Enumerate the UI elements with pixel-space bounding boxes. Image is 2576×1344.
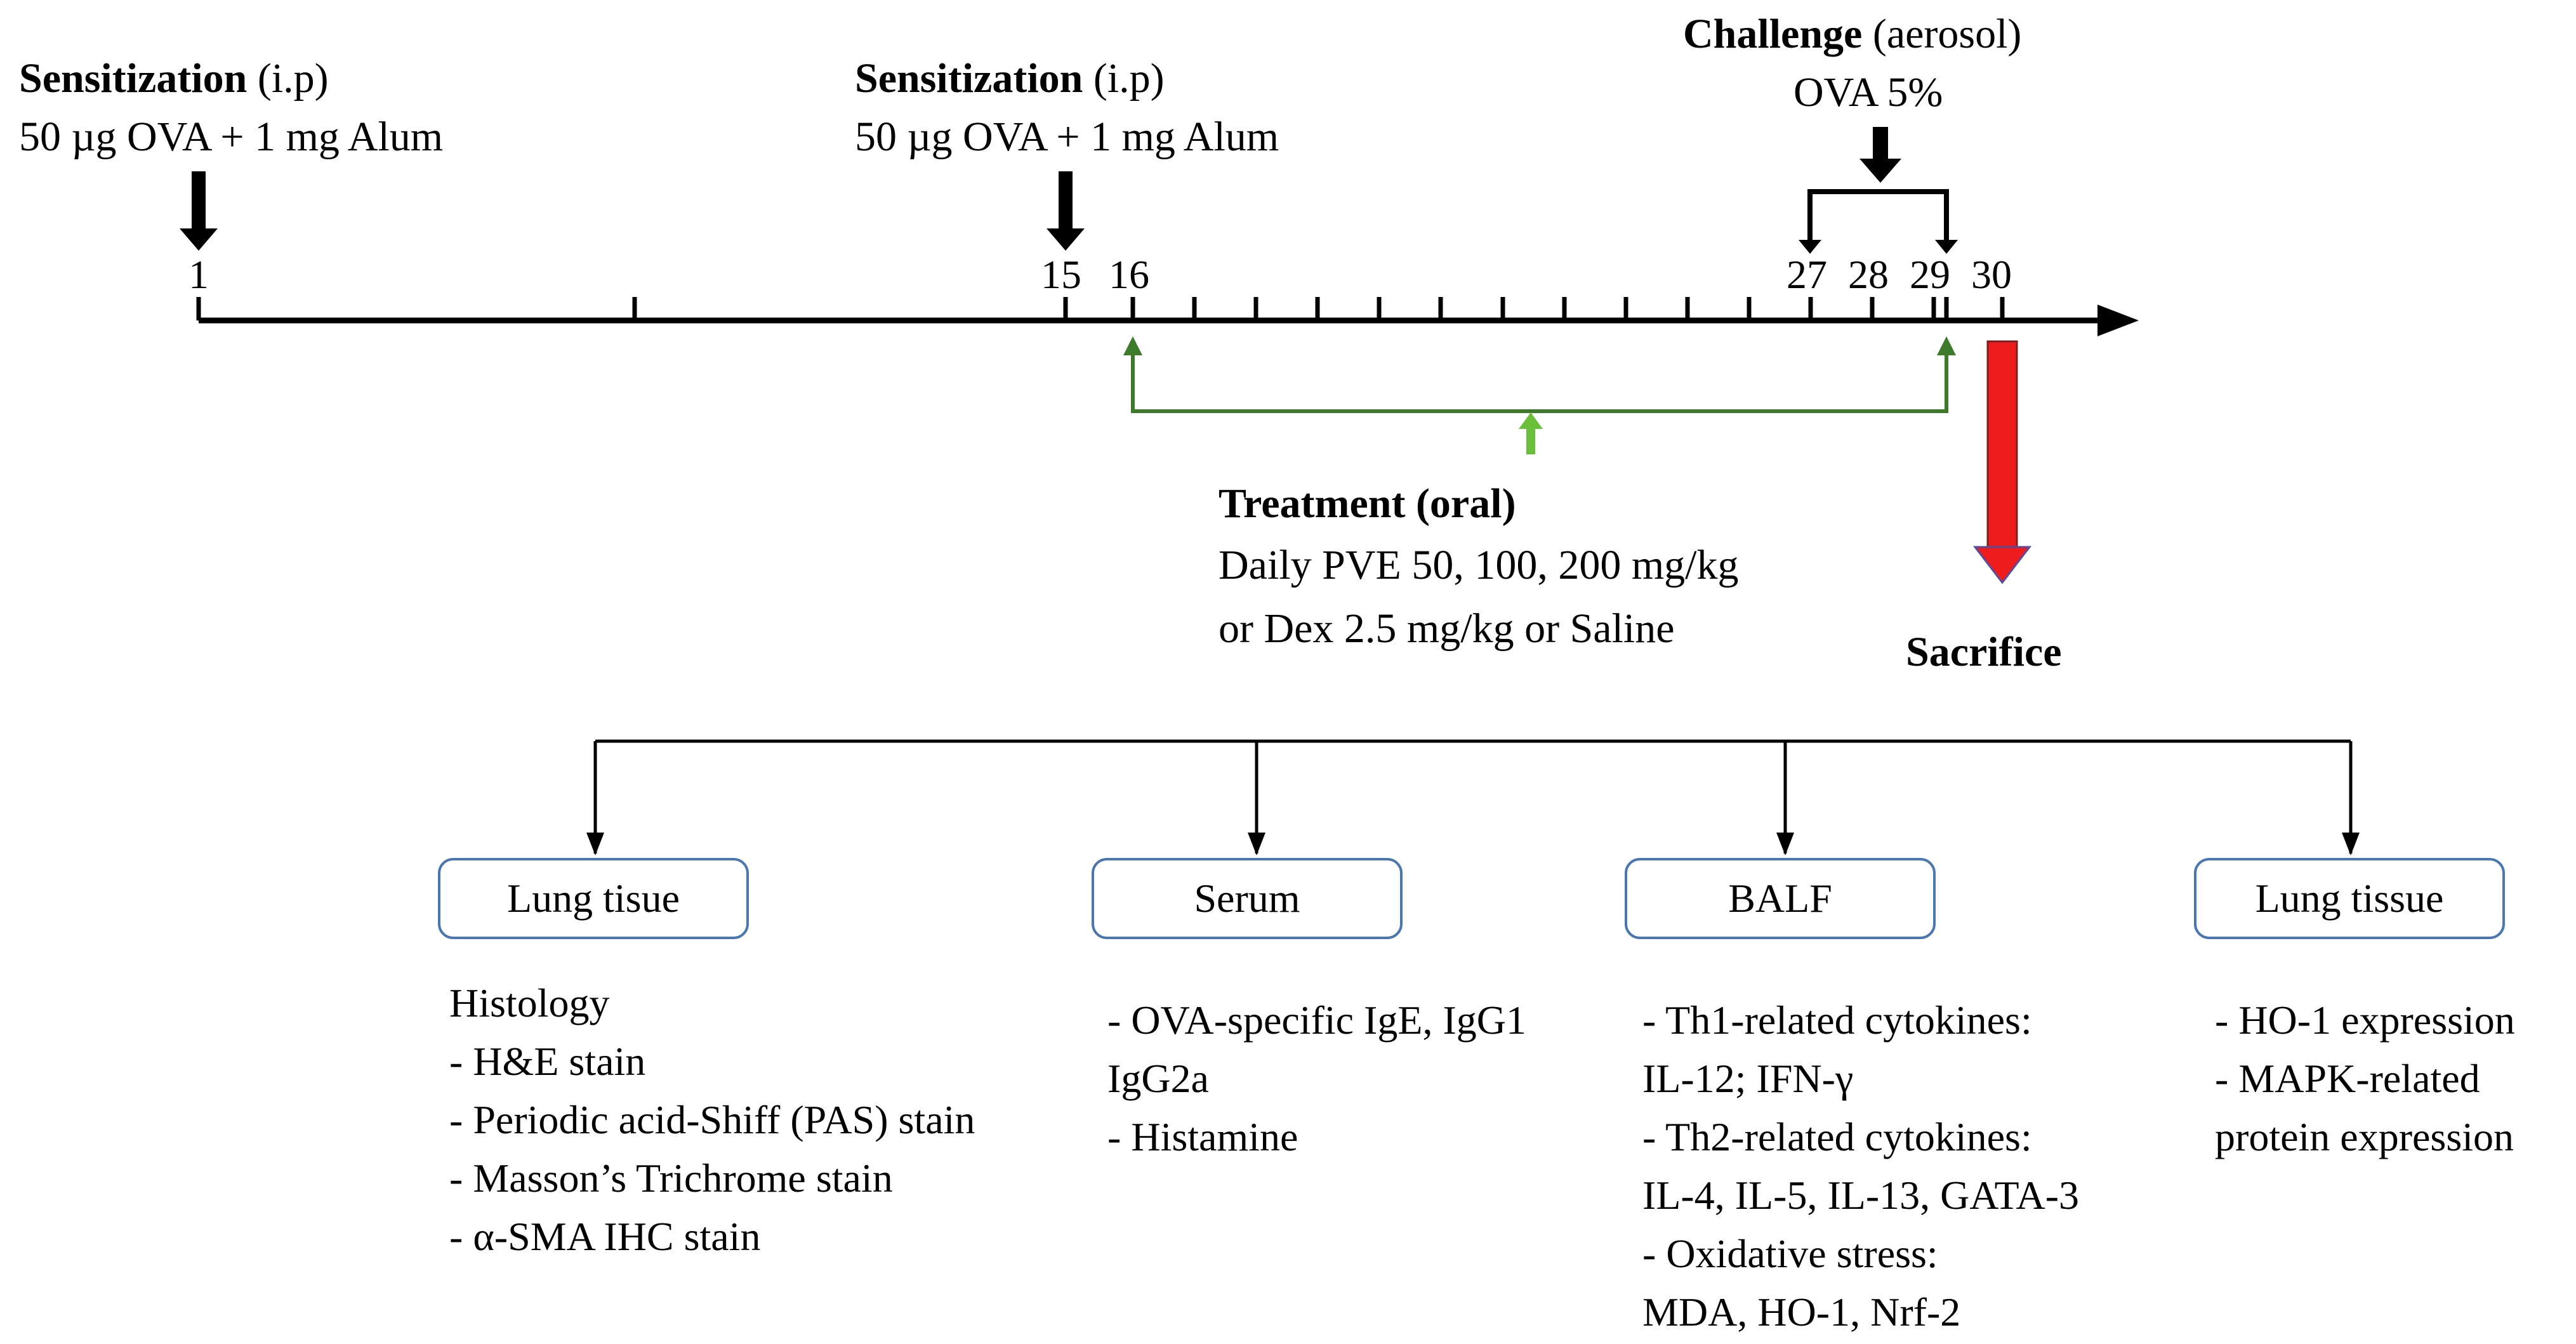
list-item: IL-4, IL-5, IL-13, GATA-3 <box>1642 1173 2079 1218</box>
lung-tissue-expression-box: Lung tissue <box>2194 858 2505 939</box>
list-item: - α-SMA IHC stain <box>449 1214 761 1259</box>
treatment-line-1: Daily PVE 50, 100, 200 mg/kg <box>1219 542 1739 588</box>
list-item: - Masson’s Trichrome stain <box>449 1156 893 1201</box>
lung-tissue-histology-box: Lung tisue <box>438 858 749 939</box>
treatment-arrow <box>1519 412 1543 454</box>
sacrifice-arrow <box>1972 340 2032 584</box>
day-label-1: 1 <box>188 252 209 297</box>
sensitization-1-route: (i.p) <box>257 55 329 102</box>
sensitization-1-heading: Sensitization (i.p) <box>19 49 329 108</box>
balf-box: BALF <box>1625 858 1936 939</box>
list-item: - H&E stain <box>449 1039 646 1084</box>
list-item: MDA, HO-1, Nrf-2 <box>1642 1289 1961 1334</box>
sacrifice-label: Sacrifice <box>1906 629 2062 675</box>
balf-list: - Th1-related cytokines: IL-12; IFN-γ - … <box>1642 991 2079 1341</box>
analysis-distribution-lines <box>586 739 2360 855</box>
list-item: - MAPK-related <box>2215 1056 2480 1101</box>
list-item: - Histamine <box>1107 1114 1298 1159</box>
timeline-ticks <box>196 297 2005 320</box>
challenge-heading: Challenge (aerosol) <box>1683 5 2021 63</box>
day-label-28: 28 <box>1848 252 1889 297</box>
list-item: - Periodic acid-Shiff (PAS) stain <box>449 1097 975 1142</box>
list-item: Histology <box>449 980 610 1025</box>
day-label-30: 30 <box>1971 252 2012 297</box>
sensitization-arrow-2 <box>1047 171 1085 251</box>
challenge-route: (aerosol) <box>1872 11 2022 57</box>
list-item: - Oxidative stress: <box>1642 1231 1938 1276</box>
lung-tissue-histology-list: Histology - H&E stain - Periodic acid-Sh… <box>449 974 975 1266</box>
challenge-title: Challenge <box>1683 11 1863 57</box>
timeline-arrowhead <box>2097 305 2139 336</box>
list-item: protein expression <box>2215 1114 2514 1159</box>
list-item: - Th1-related cytokines: <box>1642 998 2032 1043</box>
list-item: IL-12; IFN-γ <box>1642 1056 1854 1101</box>
challenge-bracket <box>1799 189 1958 254</box>
sensitization-2-heading: Sensitization (i.p) <box>855 49 1165 108</box>
sensitization-2-title: Sensitization <box>855 55 1083 102</box>
challenge-dose: OVA 5% <box>1793 69 1943 115</box>
sensitization-1-dose: 50 µg OVA + 1 mg Alum <box>19 114 444 160</box>
sensitization-1-title: Sensitization <box>19 55 248 102</box>
day-label-27: 27 <box>1787 252 1827 297</box>
day-label-16: 16 <box>1109 252 1149 297</box>
sensitization-2-dose: 50 µg OVA + 1 mg Alum <box>855 114 1279 160</box>
list-item: - HO-1 expression <box>2215 998 2515 1043</box>
serum-box: Serum <box>1092 858 1403 939</box>
day-label-15: 15 <box>1041 252 1081 297</box>
list-item: IgG2a <box>1107 1056 1209 1101</box>
list-item: - Th2-related cytokines: <box>1642 1114 2032 1159</box>
treatment-title: Treatment (oral) <box>1219 480 1516 527</box>
serum-list: - OVA-specific IgE, IgG1 IgG2a - Histami… <box>1107 991 1526 1166</box>
treatment-bracket <box>1123 336 1956 413</box>
sensitization-arrow-1 <box>180 171 218 251</box>
challenge-arrow <box>1859 127 1901 183</box>
lung-tissue-expression-list: - HO-1 expression - MAPK-related protein… <box>2215 991 2515 1166</box>
list-item: - OVA-specific IgE, IgG1 <box>1107 998 1526 1043</box>
treatment-line-2: or Dex 2.5 mg/kg or Saline <box>1219 605 1675 652</box>
day-label-29: 29 <box>1910 252 1950 297</box>
sensitization-2-route: (i.p) <box>1093 55 1165 102</box>
